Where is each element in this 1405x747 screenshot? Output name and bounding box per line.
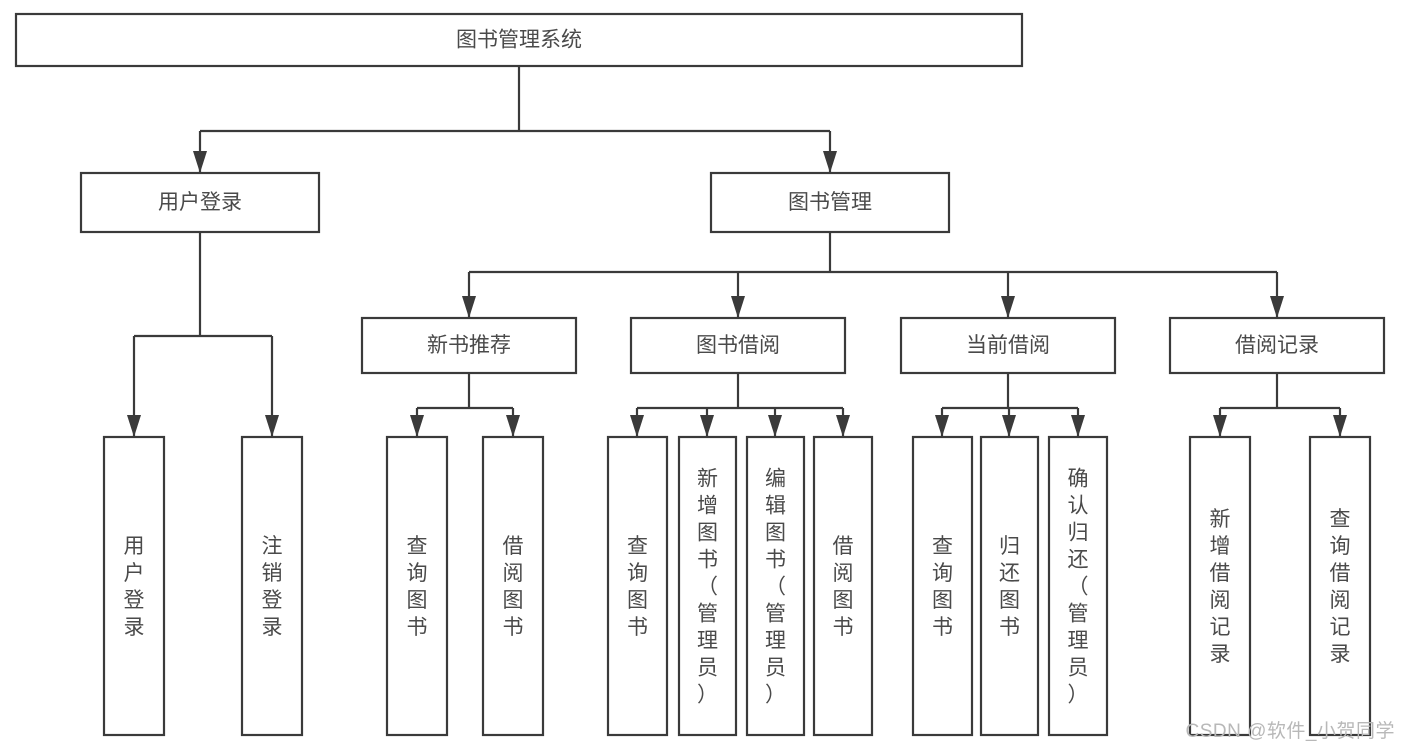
node-label: 查询图书 — [627, 535, 648, 639]
node-label: 图书管理系统 — [456, 29, 582, 52]
connector-user-login-bus — [127, 232, 279, 437]
node-leaf-query-borrow-record[interactable]: 查询借阅记录 — [1308, 435, 1372, 737]
node-label: 新书推荐 — [427, 334, 511, 357]
node-label: 借阅记录 — [1235, 334, 1319, 357]
node-label: 用户登录 — [124, 535, 145, 639]
arrow-head-icon — [127, 415, 141, 437]
connector-borrow-record-bus — [1213, 373, 1347, 437]
node-leaf-query-book-borrow[interactable]: 查询图书 — [606, 435, 669, 737]
arrow-head-icon — [823, 151, 837, 173]
node-user-login[interactable]: 用户登录 — [79, 171, 321, 234]
arrow-head-icon — [1213, 415, 1227, 437]
arrow-head-icon — [1333, 415, 1347, 437]
arrow-head-icon — [1001, 296, 1015, 318]
node-label: 查询图书 — [932, 535, 953, 639]
node-leaf-user-login[interactable]: 用户登录 — [102, 435, 166, 737]
arrow-head-icon — [700, 415, 714, 437]
node-label: 新增图书（管理员） — [697, 468, 718, 707]
connector-new-book-bus — [410, 373, 520, 437]
arrow-head-icon — [768, 415, 782, 437]
arrow-head-icon — [462, 296, 476, 318]
node-leaf-edit-book-admin[interactable]: 编辑图书（管理员） — [745, 435, 806, 737]
arrow-head-icon — [836, 415, 850, 437]
connector-book-borrow-bus — [630, 373, 850, 437]
node-label: 借阅图书 — [503, 535, 524, 639]
arrow-head-icon — [630, 415, 644, 437]
arrow-head-icon — [1002, 415, 1016, 437]
node-label: 查询借阅记录 — [1330, 508, 1351, 666]
connectors-layer — [127, 66, 1347, 437]
node-leaf-add-borrow-record[interactable]: 新增借阅记录 — [1188, 435, 1252, 737]
node-label: 编辑图书（管理员） — [765, 468, 786, 707]
node-leaf-query-book-cur[interactable]: 查询图书 — [911, 435, 974, 737]
arrow-head-icon — [731, 296, 745, 318]
nodes-layer: 图书管理系统用户登录图书管理新书推荐图书借阅当前借阅借阅记录用户登录注销登录查询… — [14, 12, 1386, 737]
node-leaf-user-logout[interactable]: 注销登录 — [240, 435, 304, 737]
node-leaf-borrow-book[interactable]: 借阅图书 — [812, 435, 874, 737]
node-label: 用户登录 — [158, 191, 242, 214]
connector-root-bus — [193, 66, 837, 173]
watermark-text: CSDN @软件_小贺同学 — [1185, 721, 1395, 742]
connector-current-borrow-bus — [935, 373, 1085, 437]
node-label: 查询图书 — [407, 535, 428, 639]
node-label: 图书管理 — [788, 191, 872, 214]
node-root[interactable]: 图书管理系统 — [14, 12, 1024, 68]
node-label: 确认归还（管理员） — [1068, 468, 1089, 707]
node-label: 新增借阅记录 — [1210, 508, 1231, 666]
arrow-head-icon — [935, 415, 949, 437]
node-leaf-borrow-book-rec[interactable]: 借阅图书 — [481, 435, 545, 737]
node-label: 图书借阅 — [696, 334, 780, 357]
arrow-head-icon — [1270, 296, 1284, 318]
node-label: 注销登录 — [262, 535, 283, 639]
node-current-borrow[interactable]: 当前借阅 — [899, 316, 1117, 375]
node-label: 归还图书 — [999, 535, 1020, 639]
arrow-head-icon — [265, 415, 279, 437]
node-book-manage[interactable]: 图书管理 — [709, 171, 951, 234]
connector-book-manage-bus — [462, 232, 1284, 318]
node-leaf-query-book-rec[interactable]: 查询图书 — [385, 435, 449, 737]
node-new-book-recommend[interactable]: 新书推荐 — [360, 316, 578, 375]
node-label: 借阅图书 — [833, 535, 854, 639]
node-leaf-return-book[interactable]: 归还图书 — [979, 435, 1040, 737]
node-borrow-record[interactable]: 借阅记录 — [1168, 316, 1386, 375]
node-leaf-confirm-return-admin[interactable]: 确认归还（管理员） — [1047, 435, 1109, 737]
arrow-head-icon — [506, 415, 520, 437]
node-label: 当前借阅 — [966, 334, 1050, 357]
arrow-head-icon — [410, 415, 424, 437]
arrow-head-icon — [193, 151, 207, 173]
arrow-head-icon — [1071, 415, 1085, 437]
node-book-borrow[interactable]: 图书借阅 — [629, 316, 847, 375]
node-leaf-add-book-admin[interactable]: 新增图书（管理员） — [677, 435, 738, 737]
